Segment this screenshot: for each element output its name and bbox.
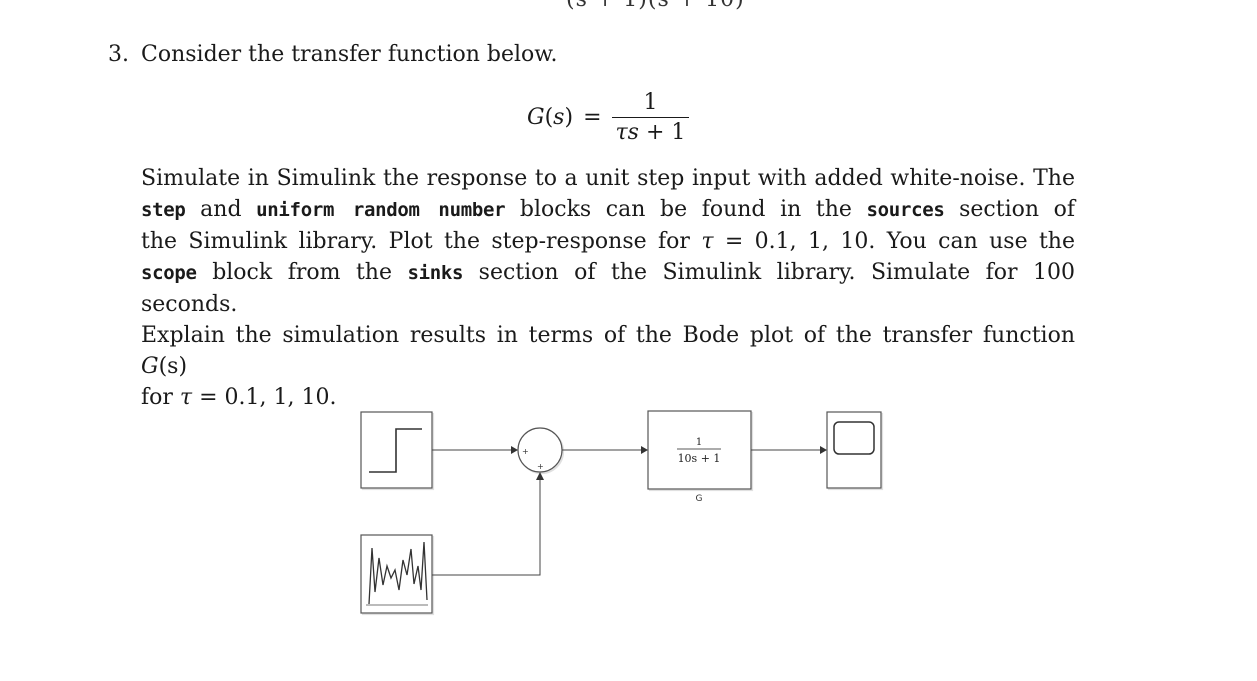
code-step: step xyxy=(141,199,186,221)
signal-lines xyxy=(432,449,820,576)
problem-heading-text: Consider the transfer function below. xyxy=(141,42,558,67)
problem-description: Simulate in Simulink the response to a u… xyxy=(141,163,1075,413)
scope-block xyxy=(826,411,882,489)
equation-fraction: 1 τs + 1 xyxy=(611,89,690,145)
paragraph-line: Simulate in Simulink the response to a u… xyxy=(141,166,1075,191)
paragraph-line: for τ = 0.1, 1, 10. xyxy=(141,385,337,410)
problem-heading: 3. Consider the transfer function below. xyxy=(108,42,558,67)
equals-sign: = xyxy=(583,104,602,130)
previous-problem-fragment: (s + 1)(s + 10) xyxy=(566,0,745,12)
sum-sign-left: + xyxy=(522,447,529,456)
transfer-fcn-block: 1 10s + 1 G xyxy=(647,410,752,504)
problem-number: 3. xyxy=(108,42,129,67)
step-block xyxy=(360,411,433,489)
transfer-function-equation: G(s) = 1 τs + 1 xyxy=(527,86,690,148)
equation-lhs: G(s) xyxy=(527,104,574,130)
equation-numerator: 1 xyxy=(643,89,658,115)
paragraph-line: Explain the simulation results in terms … xyxy=(141,323,1075,379)
code-scope: scope xyxy=(141,262,197,284)
paragraph-line: the Simulink library. Plot the step-resp… xyxy=(141,229,1075,254)
equation-denominator: τs + 1 xyxy=(615,119,686,145)
signal-arrowheads xyxy=(511,446,827,480)
random-number-block xyxy=(360,534,433,614)
tf-block-name: G xyxy=(696,494,703,504)
sum-block: + + xyxy=(517,427,563,473)
tf-numerator: 1 xyxy=(696,437,702,448)
paragraph-line: scope block from the sinks section of th… xyxy=(141,260,1075,317)
fraction-bar xyxy=(611,116,690,118)
noise-icon xyxy=(368,541,428,605)
code-uniform-random-number: uniform random number xyxy=(256,199,506,221)
scope-icon xyxy=(833,421,875,455)
code-sinks: sinks xyxy=(407,262,464,284)
sum-sign-bottom: + xyxy=(537,462,544,471)
code-sources: sources xyxy=(866,199,945,221)
tf-denominator: 10s + 1 xyxy=(678,452,721,465)
step-icon xyxy=(369,428,422,473)
paragraph-line: step and uniform random number blocks ca… xyxy=(141,197,1076,222)
